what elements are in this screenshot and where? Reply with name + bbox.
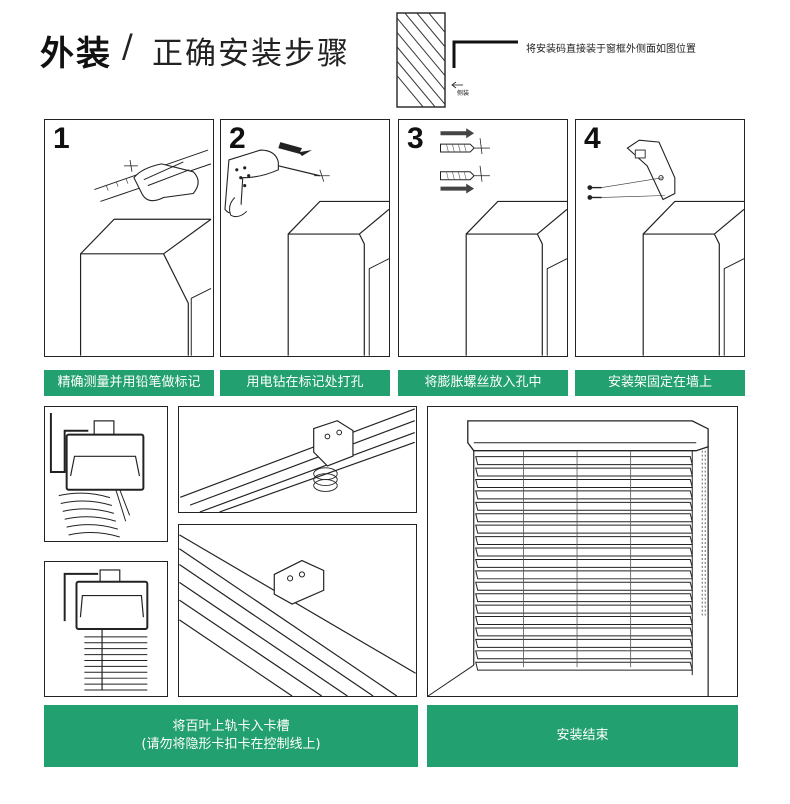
rail-section-illustration-top — [49, 413, 145, 538]
mounting-note: 将安装码直接装于窗框外侧面如图位置 — [526, 44, 696, 55]
step-4-number: 4 — [584, 122, 601, 155]
blind-slat — [475, 490, 693, 500]
step-1-panel: 1 — [44, 119, 214, 357]
rail-clip-panel-bottom — [178, 524, 417, 697]
step-4-caption: 安装架固定在墙上 — [575, 370, 745, 396]
finished-blind-illustration — [428, 420, 709, 696]
blind-slat — [475, 616, 693, 625]
page-title: 正确安装步骤 — [152, 36, 350, 72]
rail-caption: 将百叶上轨卡入卡槽 (请勿将隐形卡扣卡在控制线上) — [44, 705, 418, 767]
blind-slat — [475, 570, 693, 580]
rail-detail-panel-bottom — [44, 561, 168, 697]
step-2-illustration — [224, 142, 389, 356]
rail-caption-line1: 将百叶上轨卡入卡槽 — [172, 719, 290, 735]
step-1-illustration — [79, 149, 212, 356]
step-3-number: 3 — [407, 122, 424, 155]
blind-slat — [475, 513, 693, 523]
step-2-number: 2 — [229, 122, 246, 155]
blind-slat — [475, 661, 693, 671]
rail-caption-line2: (请勿将隐形卡扣卡在控制线上) — [141, 737, 321, 752]
blind-slat — [475, 456, 693, 466]
blind-slat — [475, 604, 693, 614]
rail-detail-panel-top — [44, 406, 168, 542]
rail-clip-panel-top — [178, 406, 417, 513]
step-2-caption: 用电钻在标记处打孔 — [220, 370, 390, 396]
blind-slat — [475, 547, 693, 557]
rail-clip-illustration-bottom — [179, 534, 416, 696]
step-4-illustration — [587, 139, 744, 356]
blind-slat — [475, 581, 693, 591]
step-3-panel: 3 — [398, 119, 568, 357]
side-arrow-icon — [451, 81, 463, 89]
blind-slat — [475, 501, 693, 511]
blind-slat — [475, 638, 693, 648]
finish-caption: 安装结束 — [427, 705, 738, 767]
bracket-position-icon — [452, 40, 518, 68]
step-3-caption: 将膨胀螺丝放入孔中 — [398, 370, 568, 396]
window-frame-hatch-illustration — [396, 12, 446, 108]
step-2-panel: 2 — [220, 119, 390, 357]
step-1-caption: 精确测量并用铅笔做标记 — [44, 370, 214, 396]
blind-slat — [475, 627, 693, 637]
blind-slat — [475, 558, 693, 568]
page-title-bold: 外装 — [40, 34, 112, 74]
step-3-illustration — [440, 128, 567, 356]
finished-blind-panel — [427, 406, 738, 697]
blind-slat — [475, 536, 693, 546]
side-mount-label: 侧装 — [457, 90, 470, 97]
blind-slat — [475, 524, 693, 534]
blind-slat — [475, 650, 693, 660]
title-separator: / — [122, 27, 133, 65]
rail-section-illustration-bottom — [63, 569, 149, 691]
step-4-panel: 4 — [575, 119, 745, 357]
step-1-number: 1 — [53, 122, 70, 155]
blind-slat — [475, 467, 693, 477]
blind-slat — [475, 593, 693, 603]
rail-clip-illustration-top — [180, 408, 415, 512]
blind-slat — [475, 479, 693, 488]
